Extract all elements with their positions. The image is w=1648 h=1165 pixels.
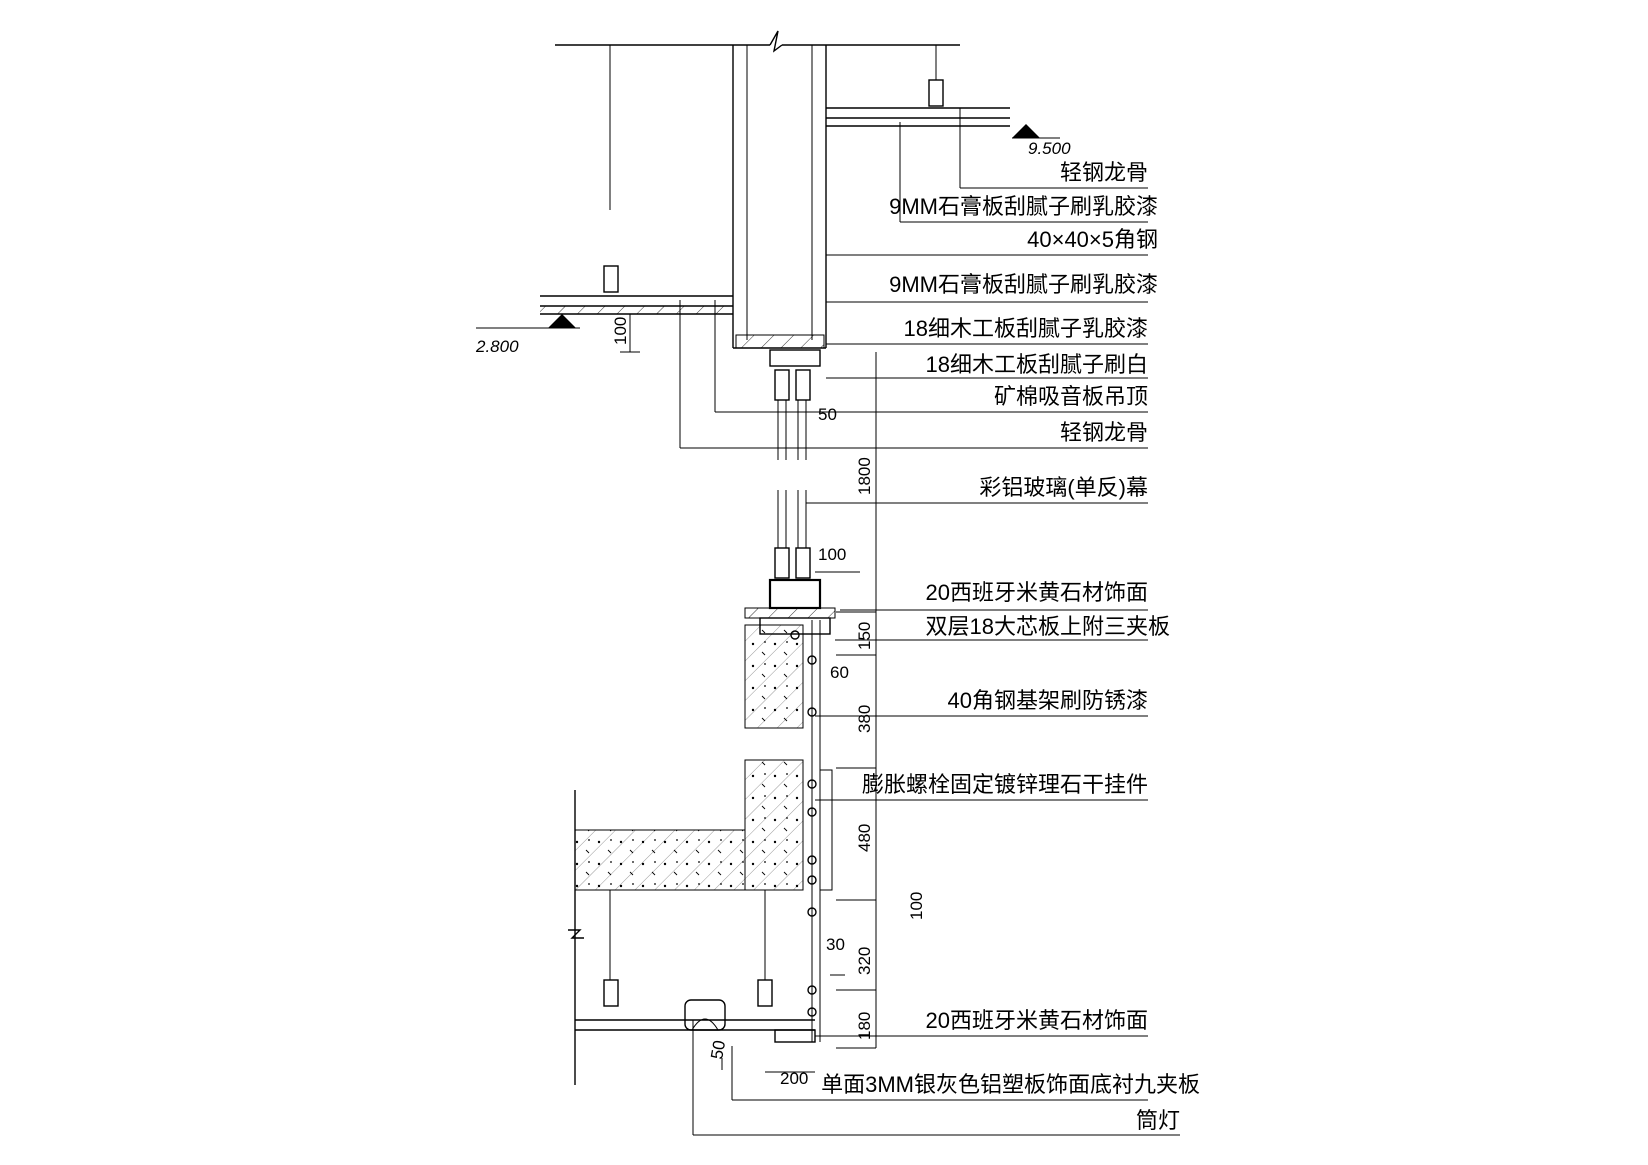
callout-3: 40×40×5角钢 — [1027, 227, 1158, 252]
level-bottom: 2.800 — [475, 337, 519, 356]
level-top: 9.500 — [1028, 139, 1071, 158]
dim-200: 200 — [780, 1069, 808, 1088]
dim-320: 320 — [855, 947, 874, 975]
dim-100-mid: 100 — [818, 545, 846, 564]
callout-10: 20西班牙米黄石材饰面 — [926, 580, 1148, 605]
parapet — [744, 607, 836, 1042]
callout-labels: 轻钢龙骨 9MM石膏板刮腻子刷乳胶漆 40×40×5角钢 9MM石膏板刮腻子刷乳… — [821, 160, 1200, 1133]
dimension-chain — [721, 352, 877, 1073]
dim-380: 380 — [855, 705, 874, 733]
dim-30: 30 — [826, 935, 845, 954]
dim-50-top: 50 — [818, 405, 837, 424]
column — [732, 45, 827, 349]
dim-60: 60 — [830, 663, 849, 682]
callout-13: 膨胀螺栓固定镀锌理石干挂件 — [862, 772, 1148, 797]
callout-8: 轻钢龙骨 — [1060, 420, 1148, 445]
callout-1: 轻钢龙骨 — [1060, 160, 1148, 185]
callout-2: 9MM石膏板刮腻子刷乳胶漆 — [889, 194, 1158, 219]
callout-11: 双层18大芯板上附三夹板 — [926, 614, 1170, 639]
dim-150: 150 — [855, 622, 874, 650]
callout-12: 40角钢基架刷防锈漆 — [948, 688, 1148, 713]
callout-6: 18细木工板刮腻子刷白 — [926, 352, 1148, 377]
dim-50-bottom: 50 — [707, 1039, 729, 1061]
leader-lines — [679, 108, 1180, 1136]
callout-9: 彩铝玻璃(单反)幕 — [979, 475, 1148, 500]
callout-7: 矿棉吸音板吊顶 — [994, 384, 1148, 409]
dimension-labels: 100 50 1800 100 150 60 380 480 100 30 32… — [611, 317, 926, 1088]
dim-100-total: 100 — [907, 892, 926, 920]
top-slab — [555, 30, 960, 210]
lower-structure — [568, 759, 833, 1085]
dim-ceiling-drop: 100 — [611, 317, 630, 345]
level-labels: 9.500 2.800 — [475, 139, 1071, 356]
callout-16: 筒灯 — [1136, 1108, 1180, 1133]
level-marker-icon — [548, 314, 576, 328]
glass-curtain — [768, 349, 822, 610]
callout-14: 20西班牙米黄石材饰面 — [926, 1008, 1148, 1033]
level-marker-icon — [1012, 124, 1040, 138]
downlight-icon — [684, 999, 726, 1031]
upper-ceiling — [826, 45, 1060, 139]
callout-4: 9MM石膏板刮腻子刷乳胶漆 — [889, 272, 1158, 297]
callout-15: 单面3MM银灰色铝塑板饰面底衬九夹板 — [821, 1072, 1200, 1097]
dim-180: 180 — [855, 1012, 874, 1040]
anchor-bolts — [790, 630, 817, 1017]
callout-5: 18细木工板刮腻子乳胶漆 — [904, 316, 1148, 341]
lower-ceiling-left — [476, 265, 733, 353]
dim-480: 480 — [855, 824, 874, 852]
dim-1800: 1800 — [855, 457, 874, 495]
